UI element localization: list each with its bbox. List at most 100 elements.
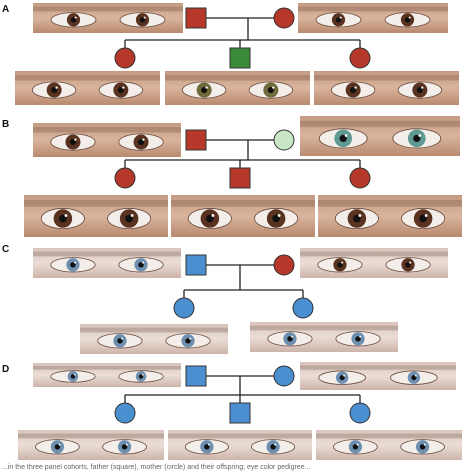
catchlight <box>423 443 426 446</box>
catchlight <box>211 214 215 217</box>
right-pupil <box>419 444 426 450</box>
brown-eyes-photo <box>24 195 168 237</box>
mother-circle <box>273 254 295 276</box>
right-pupil <box>137 138 145 146</box>
left-pupil <box>339 375 345 381</box>
catchlight <box>291 335 294 338</box>
child-square <box>229 167 251 189</box>
blue-eyes-photo <box>80 324 228 354</box>
figure-caption: ...in the three panel cohorts, father (s… <box>2 464 311 471</box>
mother-circle <box>273 129 295 151</box>
catchlight <box>205 86 208 89</box>
blue-eyes-photo <box>168 430 312 460</box>
left-pupil <box>70 17 77 23</box>
brow-shade <box>298 6 448 12</box>
left-pupil <box>337 262 343 268</box>
brow-shade <box>15 75 160 81</box>
catchlight <box>274 443 277 446</box>
left-pupil <box>59 214 67 223</box>
child-circle <box>114 402 136 424</box>
catchlight <box>408 16 411 19</box>
brow-shade <box>33 251 181 257</box>
brown-eyes-photo <box>318 195 462 237</box>
child-circle <box>349 47 371 69</box>
right-pupil <box>270 444 276 450</box>
child-circle <box>292 297 314 319</box>
catchlight <box>424 214 428 217</box>
catchlight <box>142 261 145 264</box>
brow-shade <box>33 6 183 12</box>
catchlight <box>121 337 124 340</box>
panel-label-b: B <box>2 119 9 130</box>
catchlight <box>354 86 357 89</box>
right-pupil <box>405 262 411 268</box>
left-pupil <box>70 374 76 379</box>
catchlight <box>344 134 348 137</box>
pedigree-charts <box>114 7 371 424</box>
left-pupil <box>117 338 123 344</box>
catchlight <box>55 86 58 89</box>
right-pupil <box>355 336 361 342</box>
catchlight <box>142 138 145 141</box>
left-pupil <box>287 336 293 342</box>
catchlight <box>277 214 281 217</box>
father-square <box>185 365 207 387</box>
hazel-green-eyes-photo <box>165 71 310 105</box>
right-pupil <box>138 262 144 268</box>
pedigree-panel-b <box>114 129 371 189</box>
brow-shade <box>33 365 181 370</box>
catchlight <box>125 443 128 446</box>
brow-shade <box>33 127 181 133</box>
father-square <box>185 254 207 276</box>
blue-eyes-photo <box>18 430 164 460</box>
blue-eyes-photo <box>316 430 462 460</box>
brown-eyes-photo <box>33 123 181 157</box>
right-pupil <box>185 338 191 344</box>
right-pupil <box>267 86 274 94</box>
child-circle <box>114 167 136 189</box>
right-pupil <box>139 17 146 23</box>
catchlight <box>208 443 211 446</box>
right-pupil <box>404 17 411 23</box>
left-pupil <box>54 444 61 450</box>
catchlight <box>359 335 362 338</box>
panel-label-c: C <box>2 244 9 255</box>
brow-shade <box>300 120 460 128</box>
catchlight <box>74 261 77 264</box>
father-square <box>185 129 207 151</box>
pedigree-figure: A B C D <box>2 3 462 460</box>
child-circle <box>349 402 371 424</box>
catchlight <box>343 374 346 377</box>
brown-eyes-photo <box>300 248 448 278</box>
brown-eyes-photo <box>314 71 459 105</box>
green-eyes-photo <box>300 116 460 156</box>
catchlight <box>339 16 342 19</box>
catchlight <box>418 134 422 137</box>
brow-shade <box>300 251 448 257</box>
left-pupil <box>204 444 210 450</box>
right-pupil <box>416 86 423 94</box>
child-circle <box>114 47 136 69</box>
left-pupil <box>339 134 347 143</box>
eye-photographs <box>15 3 462 460</box>
right-pupil <box>272 214 280 223</box>
brown-eyes-photo <box>298 3 448 33</box>
brow-shade <box>80 327 228 333</box>
brown-eyes-photo <box>33 3 183 33</box>
catchlight <box>409 261 412 264</box>
pedigree-panel-c <box>173 254 314 319</box>
left-pupil <box>352 444 359 450</box>
right-pupil <box>419 214 427 223</box>
left-pupil <box>69 138 77 146</box>
left-pupil <box>206 214 214 223</box>
right-pupil <box>138 374 144 379</box>
brow-shade <box>18 433 164 439</box>
child-square <box>229 47 251 69</box>
child-circle <box>173 297 195 319</box>
brown-eyes-photo <box>171 195 315 237</box>
catchlight <box>141 373 144 376</box>
father-square <box>185 7 207 29</box>
brow-shade <box>250 325 398 331</box>
right-pupil <box>411 375 417 381</box>
left-pupil <box>51 86 58 94</box>
